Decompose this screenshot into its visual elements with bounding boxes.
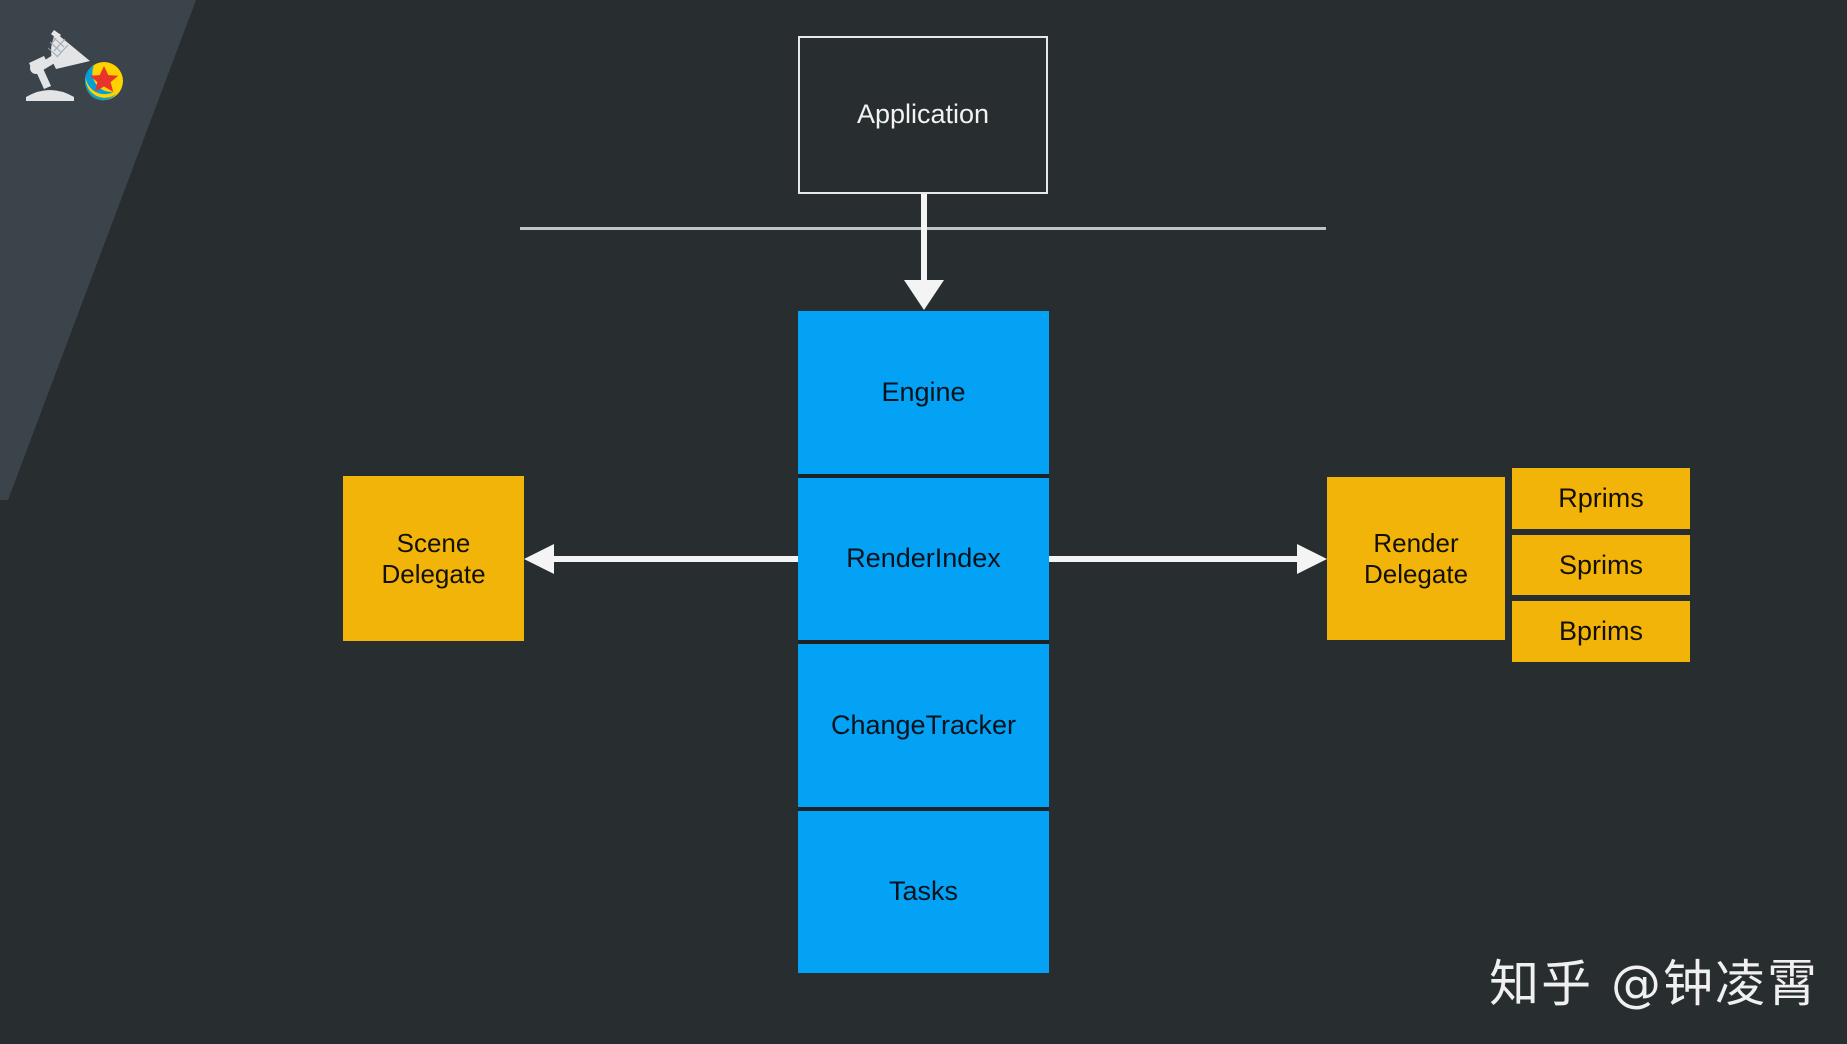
node-render-delegate-label: Render Delegate <box>1364 528 1468 589</box>
node-renderindex-label: RenderIndex <box>846 543 1001 574</box>
node-rprims-label: Rprims <box>1558 482 1644 513</box>
node-sprims[interactable]: Sprims <box>1512 534 1690 596</box>
node-changetracker[interactable]: ChangeTracker <box>798 644 1049 811</box>
node-engine-stack: Engine RenderIndex ChangeTracker Tasks <box>798 311 1049 973</box>
node-application-label: Application <box>856 99 990 130</box>
node-tasks[interactable]: Tasks <box>798 810 1049 973</box>
arrow-renderindex-to-scene-delegate <box>524 544 798 574</box>
node-sprims-label: Sprims <box>1558 549 1643 580</box>
node-application[interactable]: Application <box>798 36 1048 194</box>
node-render-delegate[interactable]: Render Delegate <box>1327 477 1505 640</box>
arrow-renderindex-to-render-delegate <box>1049 544 1327 574</box>
node-scene-delegate-label: Scene Delegate <box>381 528 485 589</box>
node-render-delegate-line2: Delegate <box>1363 558 1469 589</box>
arrow-application-to-engine <box>904 194 944 310</box>
node-engine[interactable]: Engine <box>798 311 1049 478</box>
luxo-ball-icon <box>84 62 123 101</box>
node-bprims-label: Bprims <box>1558 616 1643 647</box>
logo-svg <box>26 30 123 101</box>
node-bprims[interactable]: Bprims <box>1512 601 1690 663</box>
arrow-shaft <box>540 556 798 562</box>
node-rprims[interactable]: Rprims <box>1512 468 1690 529</box>
node-tasks-label: Tasks <box>888 876 959 907</box>
lamp-icon <box>26 30 90 101</box>
node-renderindex[interactable]: RenderIndex <box>798 477 1049 644</box>
arrow-head-left-icon <box>524 544 554 574</box>
pixar-lamp-and-ball-logo <box>20 25 130 105</box>
arrow-shaft <box>1049 556 1307 562</box>
watermark: 知乎 @钟凌霄 <box>1489 955 1819 1013</box>
node-scene-delegate-line1: Scene <box>396 527 471 558</box>
arrow-head-right-icon <box>1297 544 1327 574</box>
node-render-delegate-line1: Render <box>1373 527 1459 558</box>
node-prim-stack: Rprims Sprims Bprims <box>1512 468 1690 663</box>
node-scene-delegate-line2: Delegate <box>381 558 486 589</box>
node-scene-delegate[interactable]: Scene Delegate <box>343 476 524 641</box>
node-engine-label: Engine <box>881 376 966 407</box>
arrow-shaft <box>921 194 927 284</box>
arrow-head-down-icon <box>904 280 944 310</box>
node-changetracker-label: ChangeTracker <box>830 709 1017 740</box>
